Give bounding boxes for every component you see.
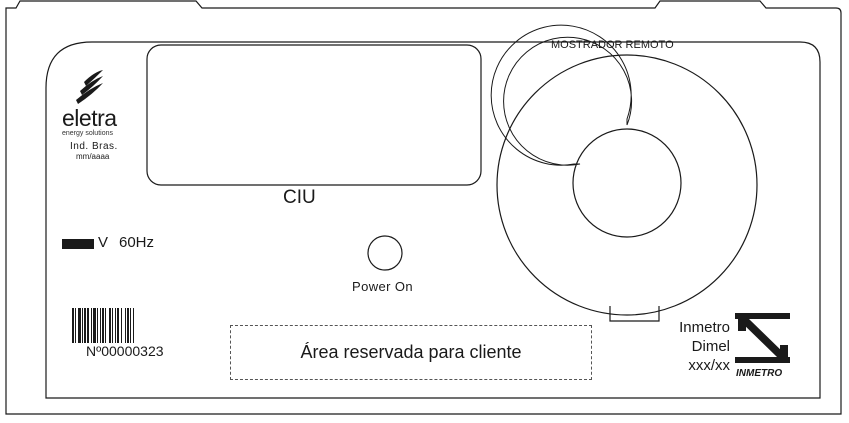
remote-display-hub [572, 128, 682, 238]
client-reserved-area: Área reservada para cliente [230, 325, 592, 380]
barcode-bar [117, 308, 119, 343]
serial-number: Nº00000323 [86, 343, 164, 359]
ciu-display-window [146, 44, 482, 186]
brand-tagline: energy solutions [62, 130, 113, 137]
ciu-label: CIU [283, 187, 316, 208]
inmetro-logo-text: INMETRO [736, 368, 783, 379]
outer-frame [5, 0, 842, 415]
barcode-bar [121, 308, 122, 343]
certification-line: Dimel [691, 338, 730, 355]
certification-block: Inmetro Dimel xxx/xx [650, 318, 730, 375]
remote-display-ring [496, 54, 758, 316]
barcode-bar [130, 308, 131, 343]
eletra-logo-icon [76, 70, 103, 104]
remote-display-tab [609, 306, 660, 322]
barcode-bar [78, 308, 81, 343]
voltage-value-redacted [62, 239, 94, 249]
barcode-bar [72, 308, 74, 343]
barcode-bar [127, 308, 129, 343]
origin-label: Ind. Bras. [70, 141, 118, 152]
frequency-label: 60Hz [119, 234, 155, 251]
barcode-bar [75, 308, 76, 343]
barcode-bar [84, 308, 86, 343]
barcode-bar [91, 308, 92, 343]
inmetro-logo-icon [735, 313, 790, 363]
certification-line: xxx/xx [688, 357, 730, 374]
barcode-bar [87, 308, 89, 343]
barcode-icon [72, 308, 134, 343]
client-area-label: Área reservada para cliente [300, 342, 522, 362]
power-led-icon [367, 235, 403, 271]
barcode-bar [115, 308, 116, 343]
barcode-bar [133, 308, 134, 343]
barcode-bar [105, 308, 106, 343]
barcode-bar [97, 308, 98, 343]
certification-line: Inmetro [679, 319, 730, 336]
manufacture-date-mask: mm/aaaa [76, 152, 110, 161]
barcode-bar [102, 308, 104, 343]
barcode-bar [112, 308, 113, 343]
power-on-label: Power On [352, 279, 414, 294]
barcode-bar [109, 308, 111, 343]
barcode-bar [93, 308, 96, 343]
inner-panel [45, 41, 821, 399]
remote-display-label: MOSTRADOR REMOTO [551, 39, 674, 51]
barcode-bar [125, 308, 126, 343]
barcode-bar [82, 308, 83, 343]
voltage-unit: V [98, 234, 109, 251]
remote-display-arc [490, 24, 633, 166]
brand-name: eletra [62, 105, 117, 131]
barcode-bar [100, 308, 101, 343]
